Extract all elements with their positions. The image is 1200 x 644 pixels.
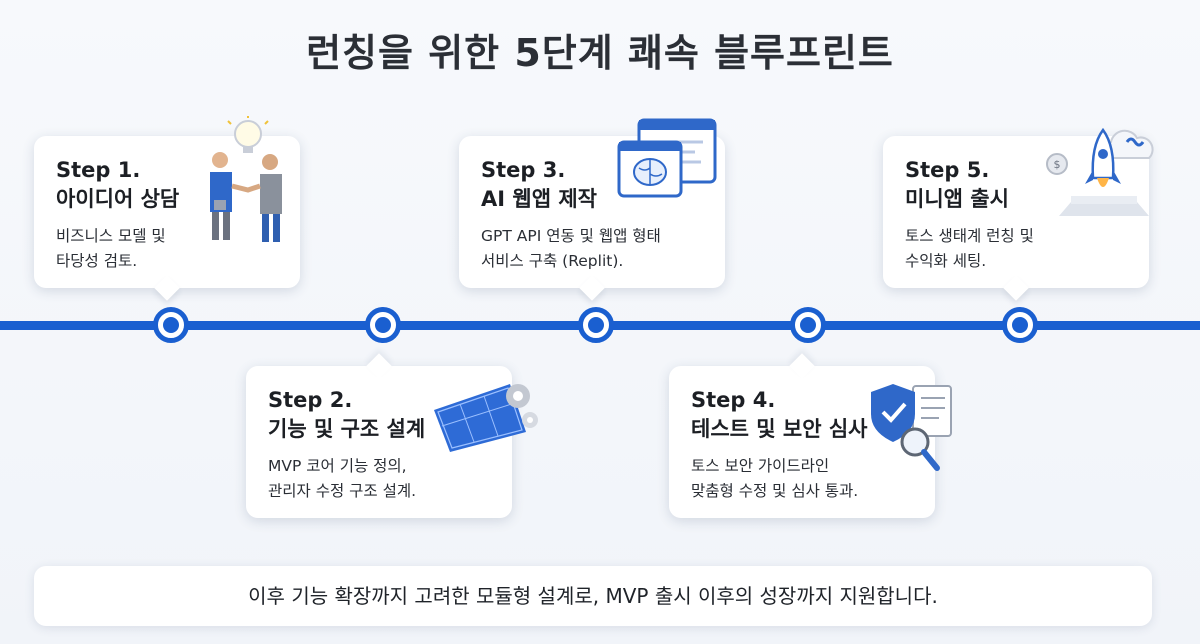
step-4-desc-line-2: 맞춤형 수정 및 심사 통과. xyxy=(691,482,859,500)
step-2-name: 기능 및 구조 설계 xyxy=(268,417,426,441)
timeline-node-step-2 xyxy=(365,307,401,343)
svg-text:$: $ xyxy=(1054,158,1061,171)
timeline-node-step-5 xyxy=(1002,307,1038,343)
step-5-desc-line-2: 수익화 세팅. xyxy=(905,252,987,270)
step-3-label: Step 3. xyxy=(481,158,566,182)
step-3-desc-line-2: 서비스 구축 (Replit). xyxy=(481,252,624,270)
step-card-3: Step 3. AI 웹앱 제작 GPT API 연동 및 웹앱 형태 서비스 … xyxy=(459,118,725,301)
step-card-5: Step 5. 미니앱 출시 토스 생태계 런칭 및 수익화 세팅. $ xyxy=(883,127,1154,301)
ai-brain-code-window-icon xyxy=(617,118,717,198)
step-4-desc-line-1: 토스 보안 가이드라인 xyxy=(691,457,830,475)
step-3-name: AI 웹앱 제작 xyxy=(481,187,597,211)
timeline-node-step-1 xyxy=(153,307,189,343)
page-title: 런칭을 위한 5단계 쾌속 블루프린트 xyxy=(306,31,894,75)
step-4-label: Step 4. xyxy=(691,388,776,412)
step-2-desc-line-2: 관리자 수정 구조 설계. xyxy=(268,482,417,500)
step-3-desc-line-1: GPT API 연동 및 웹앱 형태 xyxy=(481,227,661,245)
footer-note: 이후 기능 확장까지 고려한 모듈형 설계로, MVP 출시 이후의 성장까지 … xyxy=(34,566,1152,626)
step-1-desc-line-1: 비즈니스 모델 및 xyxy=(56,227,166,245)
step-2-desc-line-1: MVP 코어 기능 정의, xyxy=(268,457,407,475)
timeline-node-step-4 xyxy=(790,307,826,343)
step-card-4: Step 4. 테스트 및 보안 심사 토스 보안 가이드라인 맞춤형 수정 및… xyxy=(669,353,952,518)
step-5-label: Step 5. xyxy=(905,158,990,182)
step-card-2: Step 2. 기능 및 구조 설계 MVP 코어 기능 정의, 관리자 수정 … xyxy=(246,353,538,518)
handshake-lightbulb-icon xyxy=(210,116,282,242)
step-5-desc-line-1: 토스 생태계 런칭 및 xyxy=(905,227,1034,245)
timeline-node-step-3 xyxy=(578,307,614,343)
step-1-desc-line-2: 타당성 검토. xyxy=(56,252,138,270)
step-5-name: 미니앱 출시 xyxy=(905,187,1009,211)
shield-checklist-magnifier-icon xyxy=(871,384,952,471)
blueprint-gears-icon xyxy=(434,384,538,452)
step-2-label: Step 2. xyxy=(268,388,353,412)
step-4-name: 테스트 및 보안 심사 xyxy=(691,417,868,441)
rocket-cloud-coin-icon: $ xyxy=(1046,127,1154,216)
step-1-name: 아이디어 상담 xyxy=(56,187,180,211)
step-card-1: Step 1. 아이디어 상담 비즈니스 모델 및 타당성 검토. xyxy=(34,116,300,301)
step-1-label: Step 1. xyxy=(56,158,141,182)
